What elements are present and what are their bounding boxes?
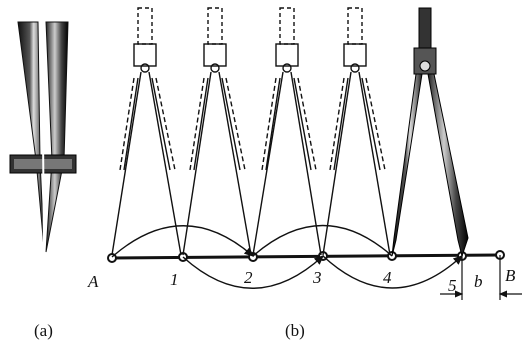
label-2: 2 [244,268,253,287]
caption-b: (b) [285,321,305,340]
label-4: 4 [383,268,392,287]
baseline [107,250,505,263]
label-B: B [505,266,516,285]
label-b: b [474,272,483,291]
label-3: 3 [312,268,322,287]
ghost-divider-3 [252,7,322,256]
label-A: A [87,272,99,291]
ghost-divider-4 [322,7,391,256]
closed-divider-illustration [9,21,77,253]
divider-final-position [391,7,469,258]
ghost-divider-2 [182,7,252,256]
caption-a: (a) [34,321,53,340]
distance-b-marker [440,255,522,300]
ghost-divider-1 [111,7,182,256]
label-1: 1 [170,270,179,289]
stepping-arcs [111,224,464,289]
label-5: 5 [448,276,457,295]
